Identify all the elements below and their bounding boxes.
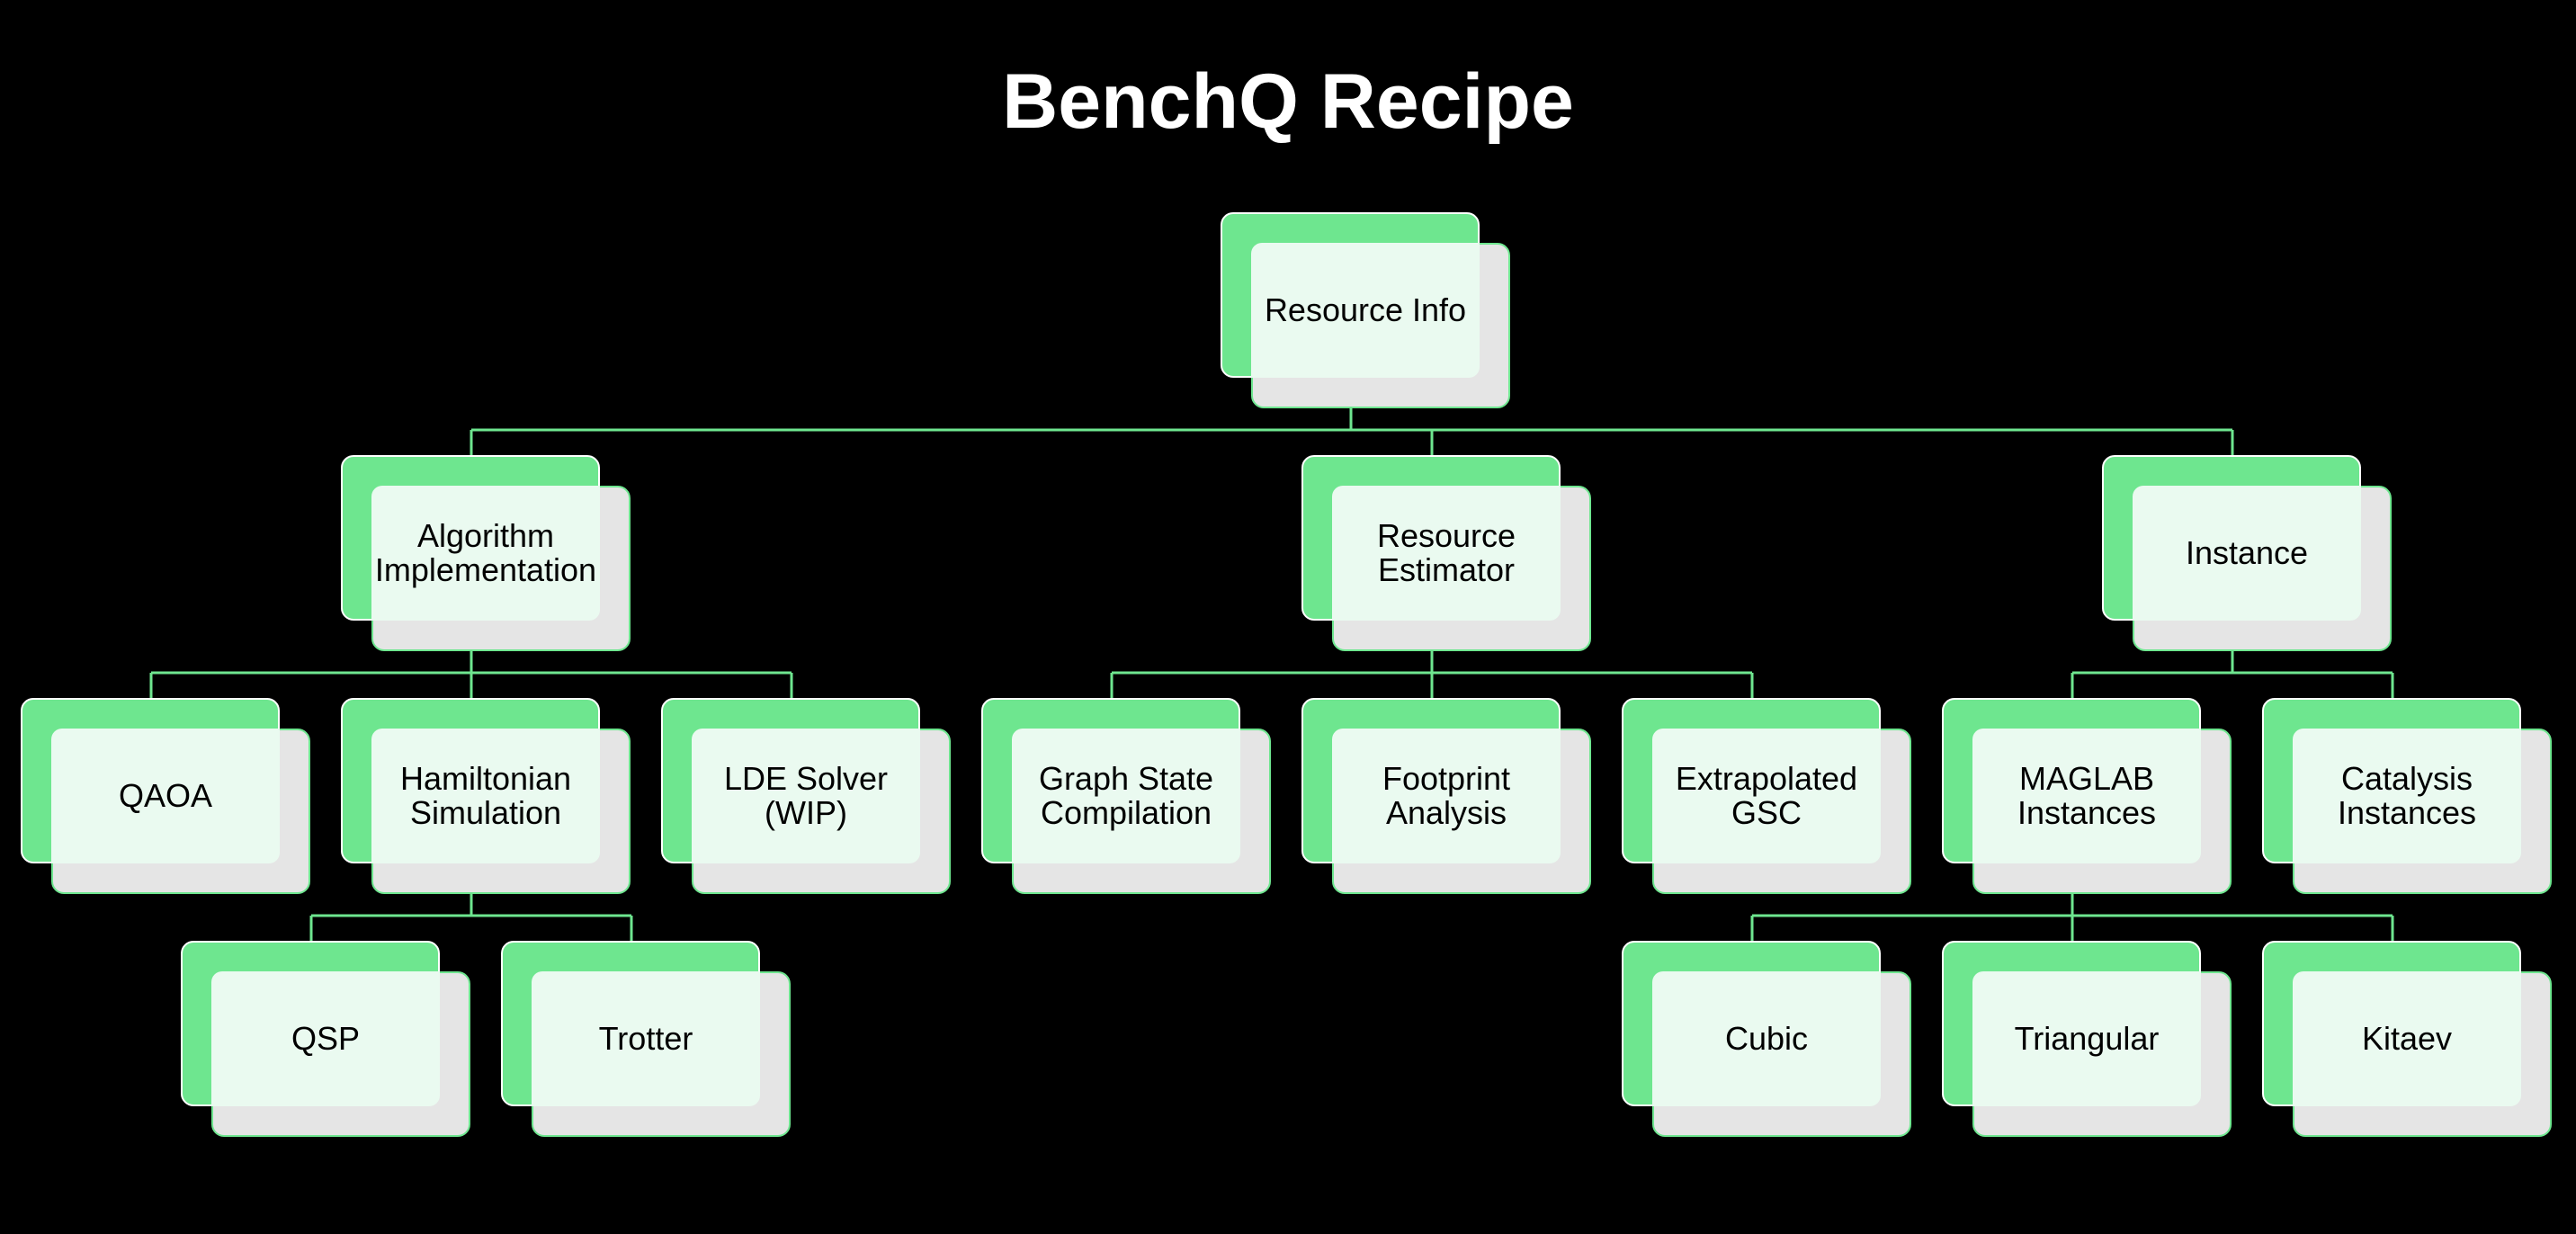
node-resource-info: Resource Info [1221,212,1510,408]
node-label: Footprint Analysis [1382,760,1511,831]
node-label: Extrapolated GSC [1675,760,1858,831]
node-label: Resource Estimator [1376,517,1516,588]
node-trotter: Trotter [501,941,791,1137]
node-qaoa: QAOA [21,698,310,894]
node-extrapolated-gsc: Extrapolated GSC [1622,698,1911,894]
node-instance: Instance [2102,455,2392,651]
node-graph-state-compilation: Graph State Compilation [981,698,1271,894]
node-label: MAGLAB Instances [2017,760,2157,831]
node-cubic: Cubic [1622,941,1911,1137]
node-label: Triangular [2014,1020,2160,1057]
node-resource-estimator: Resource Estimator [1301,455,1591,651]
node-label: Cubic [1724,1020,1809,1057]
node-label: QSP [291,1020,361,1057]
node-triangular: Triangular [1942,941,2232,1137]
node-label: Trotter [598,1020,693,1057]
node-label: Catalysis Instances [2337,760,2477,831]
node-label: Instance [2185,534,2309,571]
node-label: Kitaev [2361,1020,2453,1057]
node-label: Hamiltonian Simulation [399,760,572,831]
node-footprint-analysis: Footprint Analysis [1301,698,1591,894]
node-label: QAOA [118,777,213,814]
node-qsp: QSP [181,941,470,1137]
node-catalysis-instances: Catalysis Instances [2262,698,2552,894]
node-algorithm-implementation: Algorithm Implementation [341,455,631,651]
node-kitaev: Kitaev [2262,941,2552,1137]
node-maglab-instances: MAGLAB Instances [1942,698,2232,894]
node-lde-solver: LDE Solver (WIP) [661,698,951,894]
node-label: Resource Info [1264,291,1467,328]
diagram-title: BenchQ Recipe [1002,58,1574,145]
node-hamiltonian-simulation: Hamiltonian Simulation [341,698,631,894]
node-label: Algorithm Implementation [374,517,597,588]
node-label: Graph State Compilation [1038,760,1214,831]
node-label: LDE Solver (WIP) [723,760,889,831]
